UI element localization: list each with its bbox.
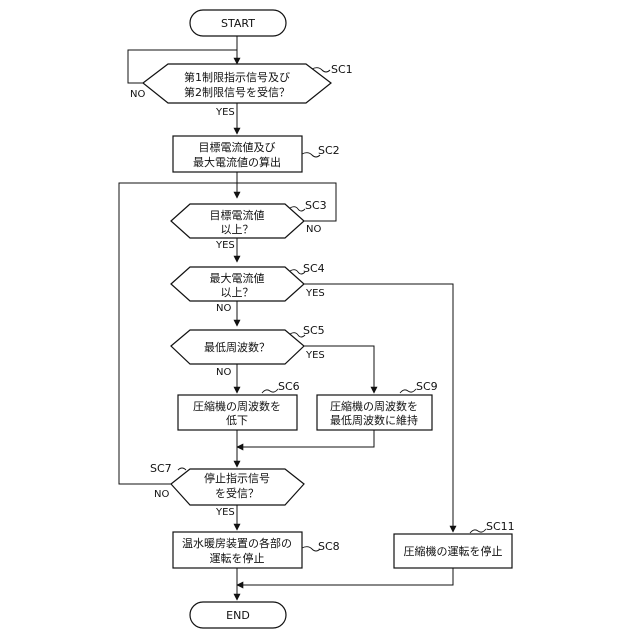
start-terminal: START	[190, 10, 286, 36]
sc2-line-1: 目標電流値及び	[199, 140, 276, 154]
sc9-line-1: 圧縮機の周波数を	[330, 399, 418, 413]
sc7-tag: SC7	[150, 462, 172, 475]
sc3-line-2: 以上？	[221, 223, 254, 236]
process-sc9: 圧縮機の周波数を 最低周波数に維持 SC9	[317, 380, 438, 430]
sc3-tag: SC3	[305, 199, 327, 212]
process-sc6: 圧縮機の周波数を 低下 SC6	[178, 380, 300, 430]
sc7-line-1: 停止指示信号	[204, 471, 270, 485]
sc4-line-1: 最大電流値	[210, 271, 265, 285]
sc8-line-1: 温水暖房装置の各部の	[182, 536, 292, 550]
decision-sc5: 最低周波数？ SC5	[171, 324, 325, 364]
sc6-line-1: 圧縮機の周波数を	[193, 399, 281, 413]
end-label: END	[226, 609, 250, 622]
sc7-yes-label: YES	[215, 507, 235, 518]
sc3-yes-label: YES	[215, 240, 235, 251]
sc1-no-label: NO	[130, 89, 145, 100]
sc7-line-2: を受信？	[215, 487, 259, 500]
process-sc11: 圧縮機の運転を停止 SC11	[394, 520, 515, 568]
sc4-no-label: NO	[216, 303, 231, 314]
decision-sc4: 最大電流値 以上？ SC4	[171, 262, 325, 301]
sc6-line-2: 低下	[226, 414, 248, 427]
sc7-no-label: NO	[154, 489, 169, 500]
sc3-no-label: NO	[306, 224, 321, 235]
sc1-line-1: 第1制限指示信号及び	[184, 70, 290, 84]
sc9-tag: SC9	[416, 380, 438, 393]
sc2-tag: SC2	[318, 144, 340, 157]
process-sc2: 目標電流値及び 最大電流値の算出 SC2	[173, 136, 340, 172]
sc5-no-label: NO	[216, 367, 231, 378]
sc1-tag: SC1	[331, 63, 353, 76]
decision-sc3: 目標電流値 以上？ SC3	[171, 199, 327, 238]
sc9-line-2: 最低周波数に維持	[330, 413, 418, 427]
end-terminal: END	[190, 602, 286, 628]
decision-sc1: 第1制限指示信号及び 第2制限信号を受信？ SC1	[143, 63, 353, 103]
sc11-tag: SC11	[486, 520, 515, 533]
sc2-line-2: 最大電流値の算出	[193, 155, 281, 169]
sc6-tag: SC6	[278, 380, 300, 393]
sc5-tag: SC5	[303, 324, 325, 337]
sc1-line-2: 第2制限信号を受信？	[184, 85, 290, 99]
sc5-line-1: 最低周波数？	[204, 341, 270, 354]
sc4-line-2: 以上？	[221, 286, 254, 299]
sc11-line-1: 圧縮機の運転を停止	[404, 544, 503, 558]
connectors	[119, 36, 453, 600]
sc5-yes-label: YES	[305, 350, 325, 361]
process-sc8: 温水暖房装置の各部の 運転を停止 SC8	[173, 532, 340, 568]
sc4-yes-label: YES	[305, 288, 325, 299]
sc3-line-1: 目標電流値	[210, 208, 265, 222]
sc1-yes-label: YES	[215, 107, 235, 118]
sc8-tag: SC8	[318, 540, 340, 553]
sc4-tag: SC4	[303, 262, 325, 275]
decision-sc7: 停止指示信号 を受信？ SC7	[150, 462, 304, 505]
start-label: START	[221, 17, 255, 30]
sc8-line-2: 運転を停止	[210, 551, 265, 565]
